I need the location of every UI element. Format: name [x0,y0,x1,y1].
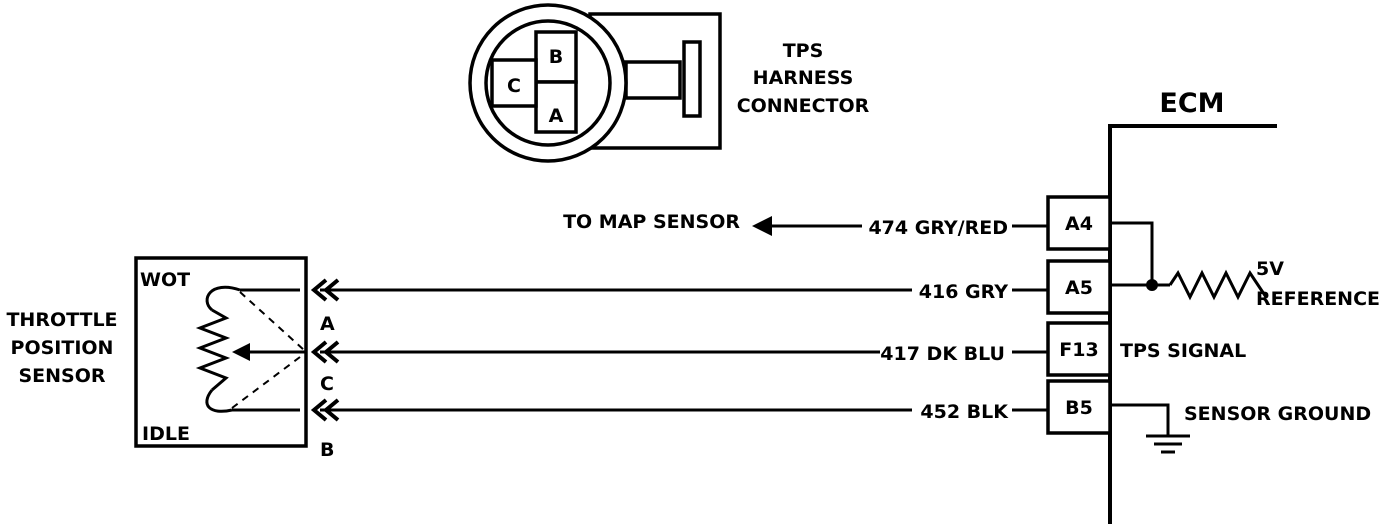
wire-417-label: 417 DK BLU [880,343,1005,365]
idle-label: IDLE [142,423,190,445]
to-map-sensor-label: TO MAP SENSOR [563,211,740,233]
wire-474-label: 474 GRY/RED [868,217,1008,239]
ecm-b5-internal-wire [1110,403,1170,436]
connector-pin-b-label: B [549,46,563,68]
connector-cavity-a [534,80,578,134]
connector-latch [682,40,702,118]
wire-452-label: 452 BLK [920,401,1009,423]
connector-title-line2: HARNESS [753,67,854,89]
idle-dashed-path [231,353,305,409]
ecm-pin-a4-label: A4 [1065,213,1093,235]
arrow-left-icon [752,216,772,236]
potentiometer-resistor-icon [195,308,231,392]
reference-resistor-icon [1168,269,1268,301]
wiper-arrow-icon [232,343,250,361]
terminal-a-label: A [320,313,335,335]
pot-top-lead [205,285,241,312]
ecm-pin-a4 [1046,195,1112,251]
ecm-title: ECM [1159,88,1224,119]
connector-pin-c-label: C [507,75,521,97]
wot-dashed-path [239,291,305,351]
wires: 474 GRY/RED TO MAP SENSOR 416 GRY 417 DK… [320,211,1048,424]
connector-pin-a-label: A [549,105,564,127]
sensor-ground-label: SENSOR GROUND [1184,403,1371,425]
connector-title-line3: CONNECTOR [737,95,870,117]
terminal-b-label: B [320,439,334,461]
connector-cavity-b [534,30,578,84]
ecm-outline [1108,124,1277,524]
sensor-name-line1: THROTTLE [6,309,117,331]
wot-label: WOT [140,269,190,291]
ecm-pin-a5-label: A5 [1065,277,1093,299]
tps-signal-label: TPS SIGNAL [1120,340,1246,362]
ecm-pin-f13-label: F13 [1059,339,1098,361]
ecm-pin-a5 [1046,259,1112,315]
terminal-a-connector-icon [310,278,340,302]
pot-bottom-lead [205,389,233,413]
connector-cavity-c [490,58,538,108]
ecm-module: ECM A4 A5 F13 B5 5V REFERENCE TPS SIGNAL… [1046,88,1380,524]
ecm-junction-dot [1146,279,1158,291]
tps-harness-connector: B A C TPS HARNESS CONNECTOR [468,3,870,163]
ecm-pin-b5-label: B5 [1065,397,1093,419]
sensor-name-line2: POSITION [11,337,114,359]
connector-title-line1: TPS [783,40,824,62]
terminal-b-connector-icon [310,398,340,422]
terminal-c-label: C [320,373,334,395]
ecm-pin-f13 [1046,321,1112,377]
connector-neck [624,60,682,100]
terminal-c-connector-icon [310,340,340,364]
wire-416-label: 416 GRY [919,281,1008,303]
ref-5v-label: 5V [1256,258,1284,280]
ecm-a4-internal-wire [1110,221,1154,285]
reference-label: REFERENCE [1256,288,1380,310]
sensor-name-line3: SENSOR [18,365,105,387]
ecm-pin-b5 [1046,379,1112,435]
throttle-position-sensor: WOT IDLE A C B THROTTLE POSITION SENSOR [6,256,340,461]
